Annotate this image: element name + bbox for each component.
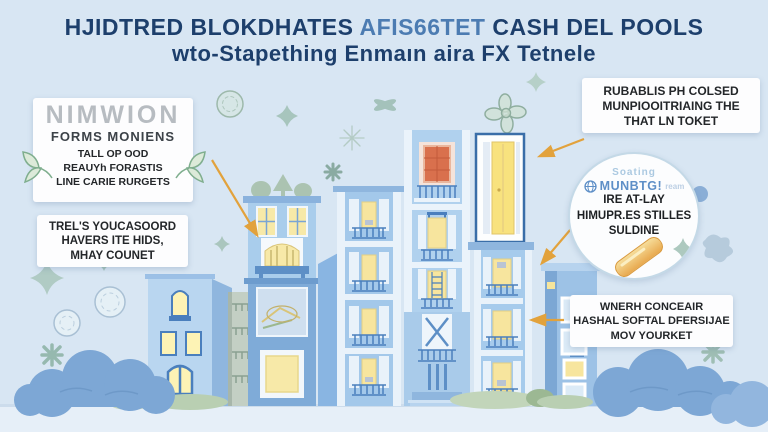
arrow-to-building-1 [211,159,259,238]
title-part-1: HJIDTRED BLOKDHATES [64,14,354,40]
left-note-line: HAVERS ITE HIDS, [61,235,164,248]
callout-right-note: RUBABLIS PH COLSED MUNPIOOITRIAING THE T… [582,78,760,133]
building-1 [243,174,321,406]
sprig-icon [673,238,693,260]
badge-line: HIMUPR.ES STILLES [576,209,692,222]
star-icon [276,105,298,127]
program-card-line: REAUYh FORASTIS [63,161,163,174]
left-note-line: TREL'S YOUCASOORD [48,221,177,233]
badge-brand-row: MUNBTG! ream [570,179,698,193]
right-note-line: RUBABLIS PH COLSED [603,84,739,98]
star-icon [30,261,64,295]
left-note-line: MHAY COUNET [70,249,155,262]
flower-icon [484,93,527,134]
building-2 [333,186,404,406]
program-card-line: LINE CARIE RURGETS [56,175,170,188]
asterisk-icon [323,162,343,182]
bird-icon [702,234,734,263]
asterisk-icon [40,343,64,367]
right-note-line: THAT LN TOKET [623,114,719,128]
star-icon [526,72,546,92]
badge-watermark: Soating [612,167,656,178]
globe-icon [584,179,597,193]
snowflake-sketch-icon [339,125,365,151]
bottom-right-note-line: HASHAL SOFTAL DFERSIJAE [573,315,730,328]
dragonfly-icon [373,99,397,111]
callout-badge: Soating MUNBTG! ream IRE AT-LAY HIMUPR.E… [568,152,700,280]
badge-brand: MUNBTG! [599,179,663,193]
building-3 [404,130,470,406]
building-4 [468,132,534,406]
program-card-line: TALL OP OOD [77,148,149,161]
badge-line: IRE AT-LAY [603,194,665,206]
callout-bottom-right-note: WNERH CONCEAIR HASHAL SOFTAL DFERSIJAE M… [570,295,733,347]
infographic-title: HJIDTRED BLOKDHATES AFIS66TET CASH DEL P… [0,14,768,67]
leaf-icon [175,151,206,184]
arrow-to-doorway [536,137,585,158]
bubble-icon [216,90,244,118]
title-part-2: AFIS66TET [359,14,486,40]
building-wedge [318,252,340,406]
program-card-heading: NIMWION [45,101,181,129]
right-note-line: MUNPIOOITRIAING THE [602,99,740,113]
badge-brand-small: ream [665,181,685,191]
star-icon [214,236,230,252]
title-part-3: CASH DEL POOLS [492,14,704,40]
callout-left-note: TREL'S YOUCASOORD HAVERS ITE HIDS, MHAY … [37,215,188,267]
lit-doorway-window [474,132,526,244]
bottom-right-note-line: MOV YOURKET [610,329,693,342]
title-line-1: HJIDTRED BLOKDHATES AFIS66TET CASH DEL P… [0,14,768,41]
program-card-subheading: FORMS MONIENS [50,129,176,145]
cloud-left [14,350,175,417]
orange-window [419,142,455,186]
cloud-corner [711,381,768,427]
decor-doodles [30,72,734,367]
title-line-2: wto-Stapething Enmaın aira FX Tetnele [172,41,596,67]
bubble-icon [53,286,126,337]
butter-stick-icon [611,233,667,278]
fire-escape-tower [228,292,250,406]
arched-balcony-window [255,238,309,278]
badge-line: SULDINE [608,225,660,238]
bottom-right-note-line: WNERH CONCEAIR [599,301,704,313]
leaf-icon [22,151,53,184]
callout-program-card: NIMWION FORMS MONIENS TALL OP OOD REAUYh… [22,98,206,202]
foreground-strip [0,407,768,432]
